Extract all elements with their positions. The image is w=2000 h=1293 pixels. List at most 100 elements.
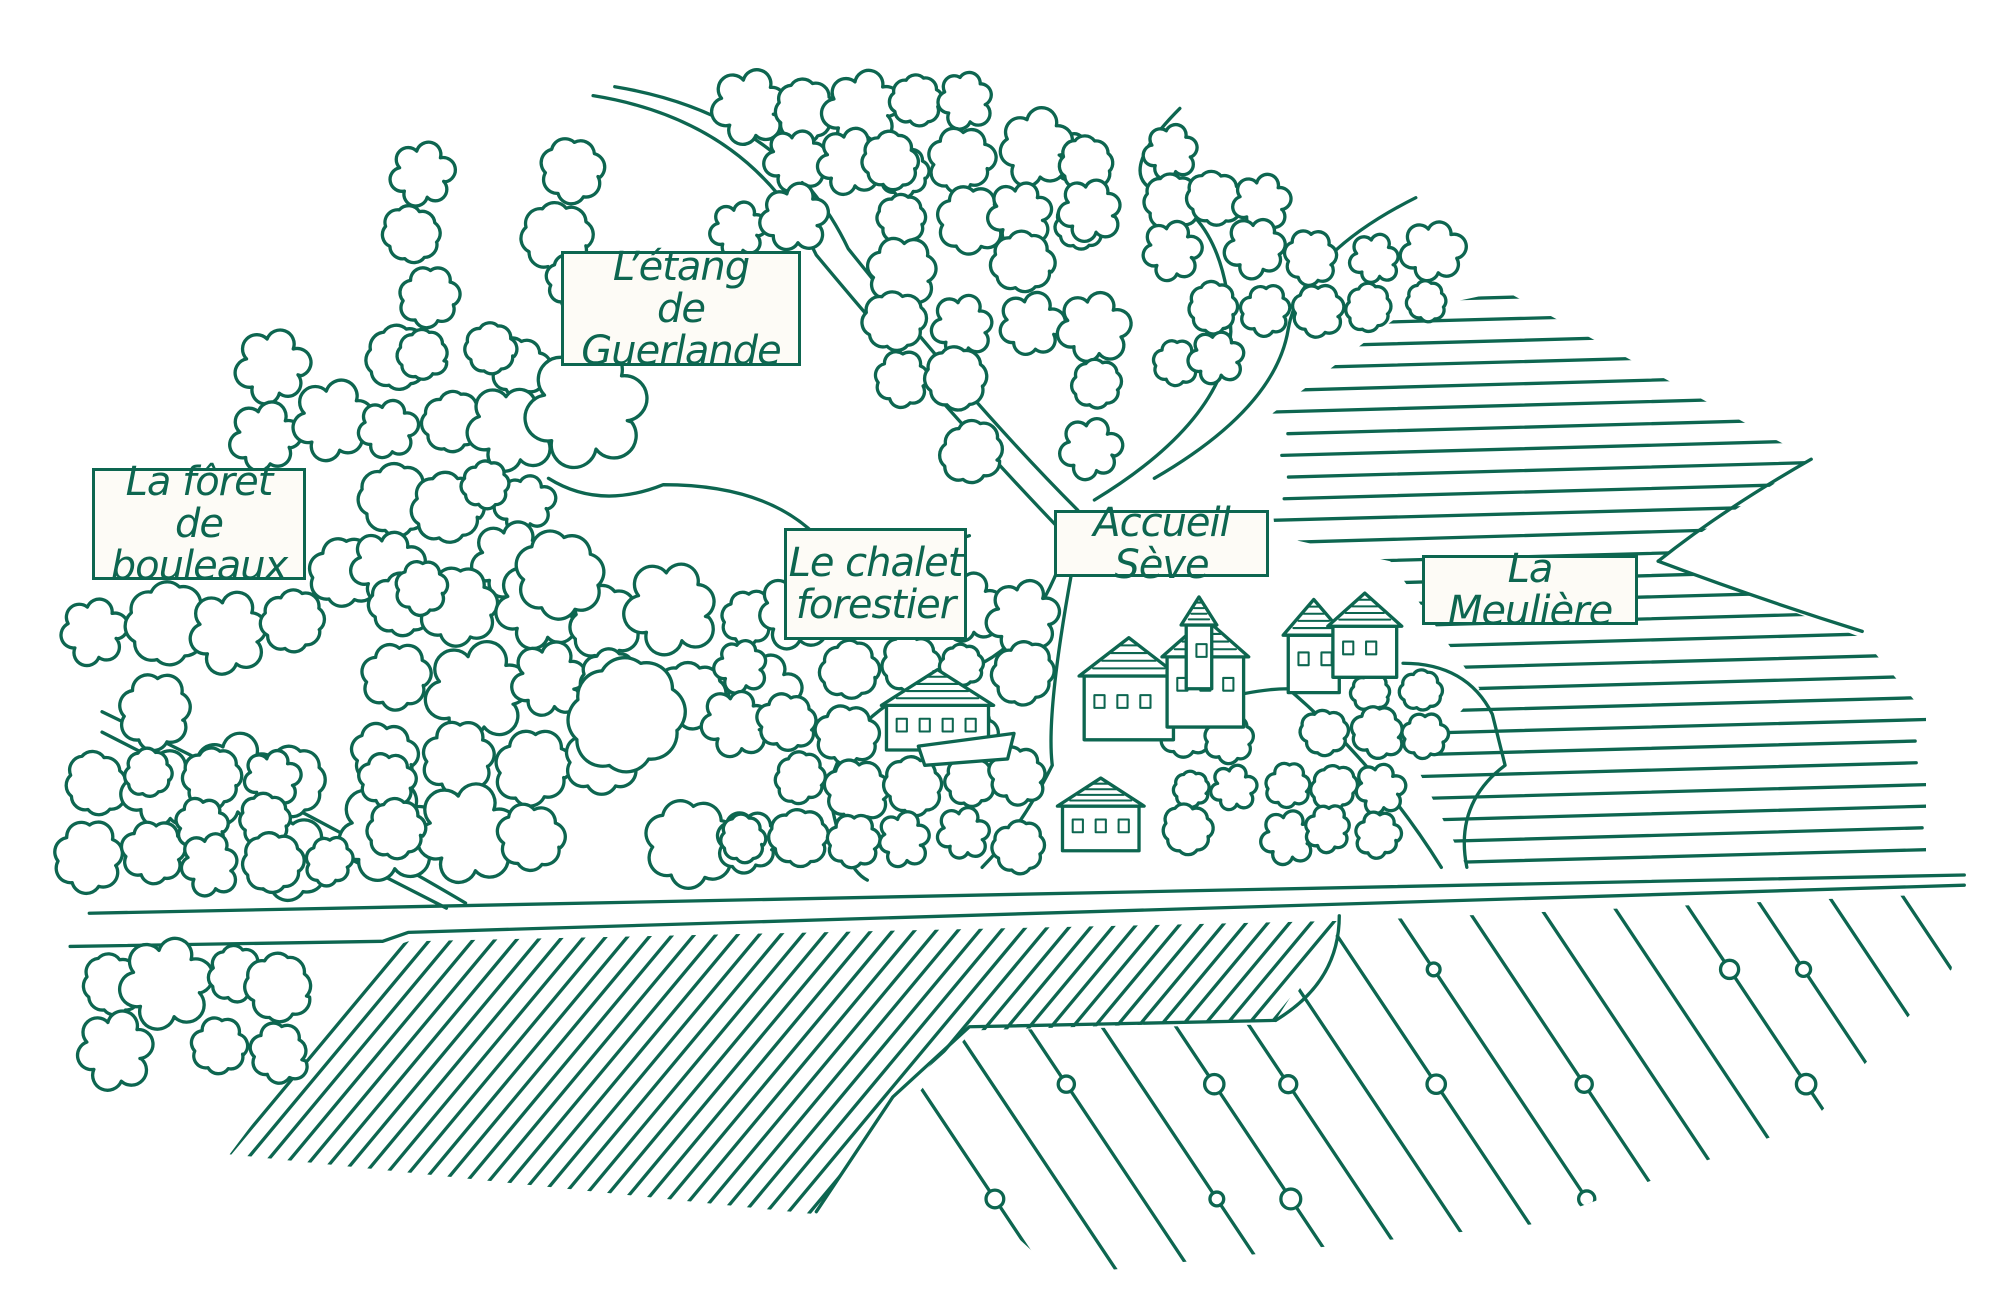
vine-bush <box>1425 1073 1448 1096</box>
tree-icon <box>258 588 327 654</box>
tree-icon <box>755 692 818 752</box>
shed-building-icon <box>1055 776 1146 853</box>
main-road-north-edge <box>87 873 1966 915</box>
tree-icon <box>1058 416 1125 482</box>
main-road-south-edge <box>68 883 1966 949</box>
tree-icon <box>291 378 375 463</box>
accueil-main-building-icon <box>1077 636 1181 742</box>
tree-icon <box>887 73 945 128</box>
vine-bush <box>1425 961 1442 978</box>
tree-icon <box>936 70 993 131</box>
label-line: La fôret <box>125 459 274 505</box>
tree-icon <box>523 345 649 470</box>
accueil-tower-icon <box>1179 595 1219 691</box>
label-line: de bouleaux <box>110 501 288 589</box>
tree-icon <box>1222 218 1287 281</box>
tree-icon <box>998 290 1067 356</box>
tree-icon <box>394 560 450 618</box>
tree-icon <box>929 293 994 359</box>
field-edge <box>1273 914 1341 1023</box>
field-edge <box>1656 559 1864 634</box>
tree-icon <box>875 192 928 247</box>
vine-bush <box>1056 1074 1077 1094</box>
tree-icon <box>878 810 931 869</box>
tree-icon <box>59 597 130 668</box>
tree-icon <box>622 562 716 657</box>
tree-icon <box>388 140 458 208</box>
tree-icon <box>988 229 1057 294</box>
vine-bush <box>1202 1072 1226 1096</box>
meuliere-barn-icon <box>1326 591 1404 679</box>
label-line: Accueil Sève <box>1093 499 1231 588</box>
label-accueil[interactable]: Accueil Sève <box>1054 502 1269 586</box>
tree-icon <box>53 820 125 896</box>
vine-bush <box>984 1188 1006 1210</box>
vine-bush <box>1574 1074 1594 1094</box>
tree-icon <box>119 820 188 886</box>
tree-icon <box>415 782 520 885</box>
vine-bush <box>1278 1074 1299 1095</box>
tree-icon <box>189 1016 250 1076</box>
label-line: de Guerlande <box>581 285 781 374</box>
tree-icon <box>395 327 449 381</box>
tree-icon <box>644 799 738 890</box>
vine-bush <box>1942 1072 1965 1096</box>
tree-icon <box>817 638 882 700</box>
tree-icon <box>1141 122 1199 181</box>
tree-icon <box>1161 802 1215 857</box>
vine-bush <box>1718 958 1741 981</box>
label-chalet[interactable]: Le chalet forestier <box>784 528 967 640</box>
tree-icon <box>117 936 215 1031</box>
chalet-deck <box>916 731 1016 767</box>
tree-icon <box>719 812 768 865</box>
label-line: forestier <box>795 582 956 628</box>
tree-icon <box>566 656 687 774</box>
tree-icon <box>179 832 239 898</box>
tree-icon <box>365 796 428 861</box>
tree-icon <box>64 749 128 817</box>
tree-icon <box>1398 220 1468 283</box>
label-etang[interactable]: L’étang de Guerlande <box>561 246 801 372</box>
field-edge <box>814 1018 1278 1214</box>
label-line: Le chalet <box>788 540 964 586</box>
tree-icon <box>927 126 998 195</box>
tree-icon <box>1304 804 1351 855</box>
tree-icon <box>712 638 768 695</box>
label-line: La Meulière <box>1447 546 1613 634</box>
label-meuliere[interactable]: La Meulière <box>1422 548 1638 632</box>
vine-bush <box>1208 1190 1226 1208</box>
tree-icon <box>998 106 1075 188</box>
tree-icon <box>360 642 433 712</box>
vine-bush <box>1723 1187 1747 1211</box>
tree-icon <box>773 750 827 806</box>
tree-icon <box>758 181 830 252</box>
tree-icon <box>1187 279 1240 336</box>
tree-icon <box>1264 761 1312 810</box>
tree-icon <box>881 755 944 818</box>
tree-icon <box>188 590 268 676</box>
tree-icon <box>1298 708 1351 758</box>
tree-icon <box>699 689 771 759</box>
tree-icon <box>1354 762 1408 816</box>
vine-bush <box>1650 1188 1671 1210</box>
tree-icon <box>75 1009 155 1092</box>
tree-icon <box>1069 357 1124 410</box>
label-foret[interactable]: La fôret de bouleaux <box>92 461 306 587</box>
tree-icon <box>1171 769 1211 809</box>
tree-icon <box>123 746 174 798</box>
tree-icon <box>825 813 882 870</box>
east-road <box>1092 106 1233 502</box>
tree-icon <box>233 328 313 406</box>
stream <box>1152 196 1418 480</box>
tree-icon <box>1056 178 1122 243</box>
tree-icon <box>1397 668 1445 712</box>
tree-icon <box>708 200 769 260</box>
tree-icon <box>495 802 567 873</box>
field-hatching <box>229 920 1340 1215</box>
tree-icon <box>1282 229 1339 287</box>
tree-icon <box>494 729 575 808</box>
tree-icon <box>380 204 442 265</box>
tree-icon <box>987 745 1047 807</box>
